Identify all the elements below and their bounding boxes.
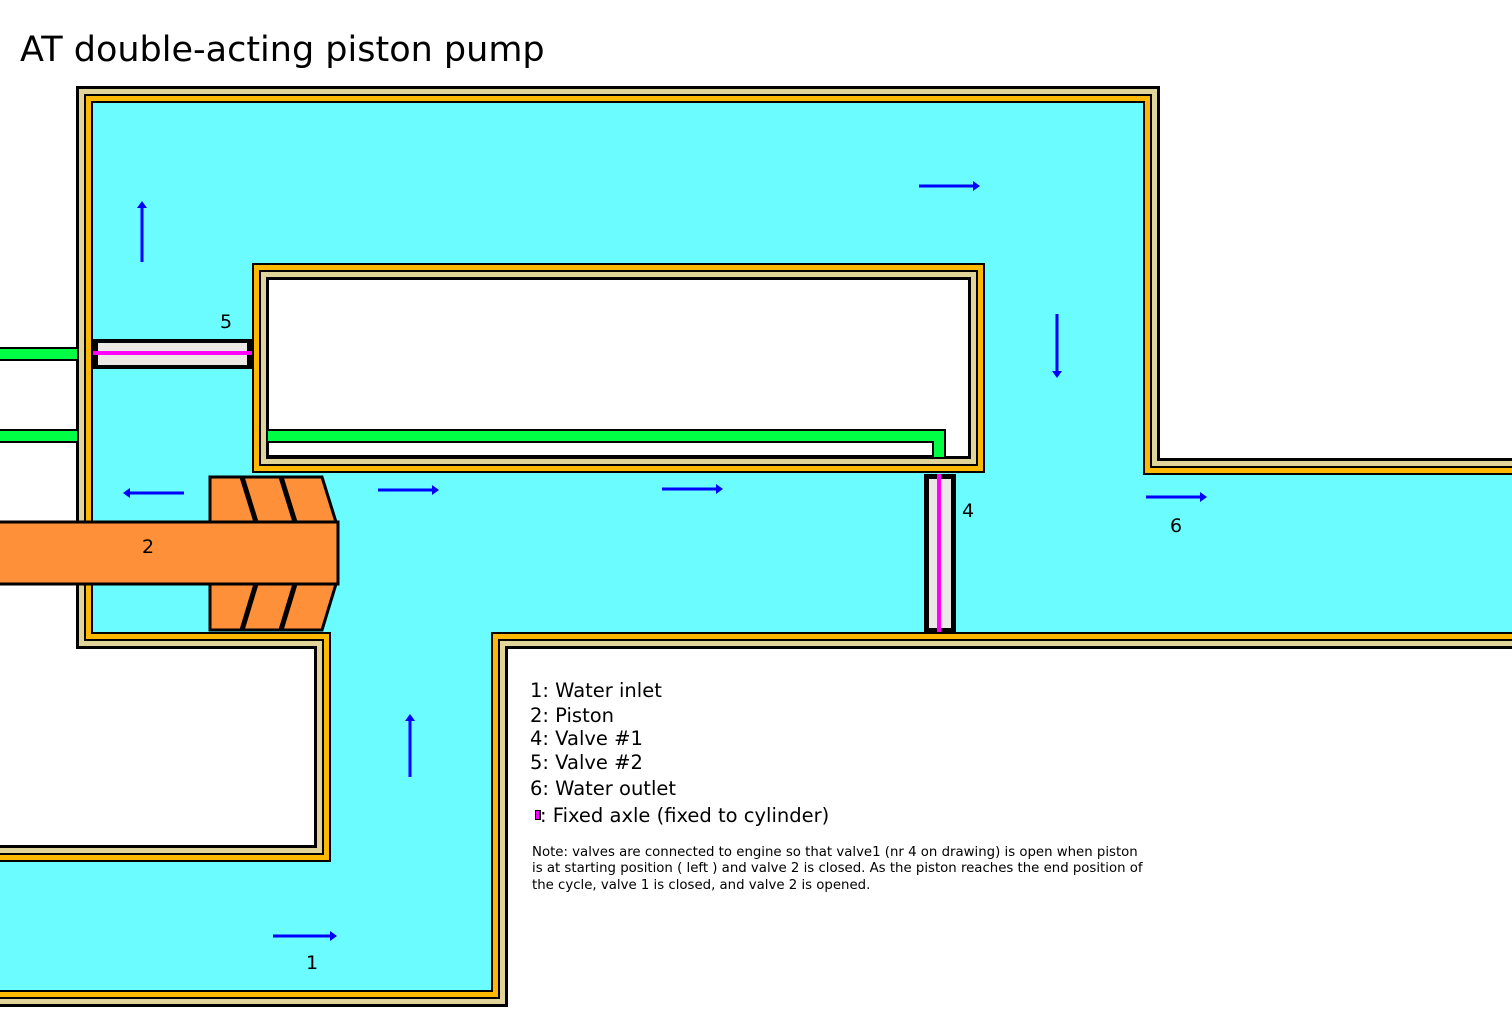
legend-item: 1: Water inlet	[530, 679, 662, 702]
valve-1	[924, 474, 956, 633]
fixed-axle	[937, 474, 941, 632]
note-line: Note: valves are connected to engine so …	[532, 845, 1138, 860]
arrow-icon	[662, 484, 723, 494]
arrow-icon	[123, 488, 184, 498]
pipe-lower	[0, 431, 77, 441]
external-pipes	[0, 347, 77, 443]
piston	[0, 475, 340, 632]
arrow-icon	[1146, 492, 1207, 502]
arrow-icon	[378, 485, 439, 495]
page-title: AT double-acting piston pump	[20, 30, 545, 70]
inner-chamber	[268, 429, 946, 457]
piston-rod	[0, 520, 340, 586]
label-valve-1: 4	[962, 500, 974, 522]
note-line: the cycle, valve 1 is closed, and valve …	[532, 878, 870, 893]
label-valve-2: 5	[220, 311, 232, 333]
legend-item: 4: Valve #1	[530, 727, 643, 750]
legend-item: 2: Piston	[530, 704, 614, 727]
label-outlet: 6	[1170, 515, 1182, 537]
legend-item: : Fixed axle (fixed to cylinder)	[540, 804, 829, 827]
piston-ring-lower	[208, 582, 339, 632]
arrow-icon	[1052, 314, 1062, 378]
piston-ring-upper	[208, 475, 339, 524]
green-pipe-inner	[268, 431, 944, 457]
legend-item: 6: Water outlet	[530, 777, 676, 800]
arrow-icon	[919, 181, 980, 191]
note-line: is at starting position ( left ) and val…	[532, 861, 1143, 876]
label-inlet: 1	[306, 952, 318, 974]
arrow-icon	[137, 201, 147, 262]
flow-arrows	[123, 181, 1207, 941]
arrow-icon	[273, 931, 337, 941]
arrow-icon	[405, 714, 415, 777]
label-piston: 2	[142, 536, 154, 558]
fixed-axle	[93, 351, 252, 355]
legend: 1: Water inlet 2: Piston 4: Valve #1 5: …	[530, 679, 1143, 893]
legend-item: 5: Valve #2	[530, 751, 643, 774]
valve-2	[93, 339, 252, 369]
pipe-upper	[0, 349, 77, 359]
